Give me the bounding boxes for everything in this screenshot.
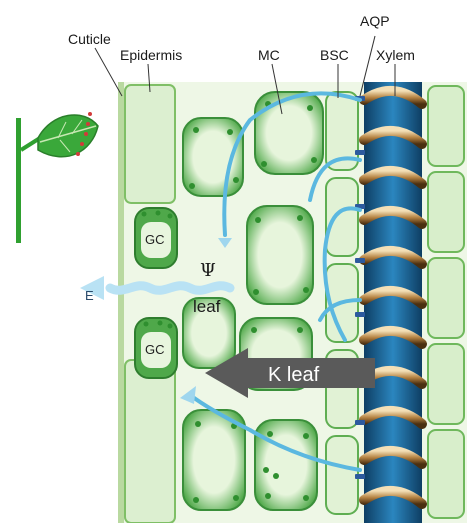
parenchyma-column (428, 86, 464, 518)
label-cuticle: Cuticle (68, 31, 111, 47)
label-bsc: BSC (320, 47, 349, 63)
label-aqp: AQP (360, 13, 390, 29)
xylem-vessel (364, 82, 422, 523)
label-epidermis: Epidermis (120, 47, 182, 63)
label-leaf: leaf (193, 297, 221, 316)
label-gc-upper: GC (145, 232, 165, 247)
label-k-leaf: K leaf (268, 364, 320, 386)
label-mc: MC (258, 47, 280, 63)
label-xylem: Xylem (376, 47, 415, 63)
label-gc-lower: GC (145, 342, 165, 357)
cuticle-layer (118, 82, 124, 523)
label-psi: Ψ (200, 260, 216, 281)
label-e: E (85, 288, 94, 303)
leaf-icon (16, 112, 98, 243)
